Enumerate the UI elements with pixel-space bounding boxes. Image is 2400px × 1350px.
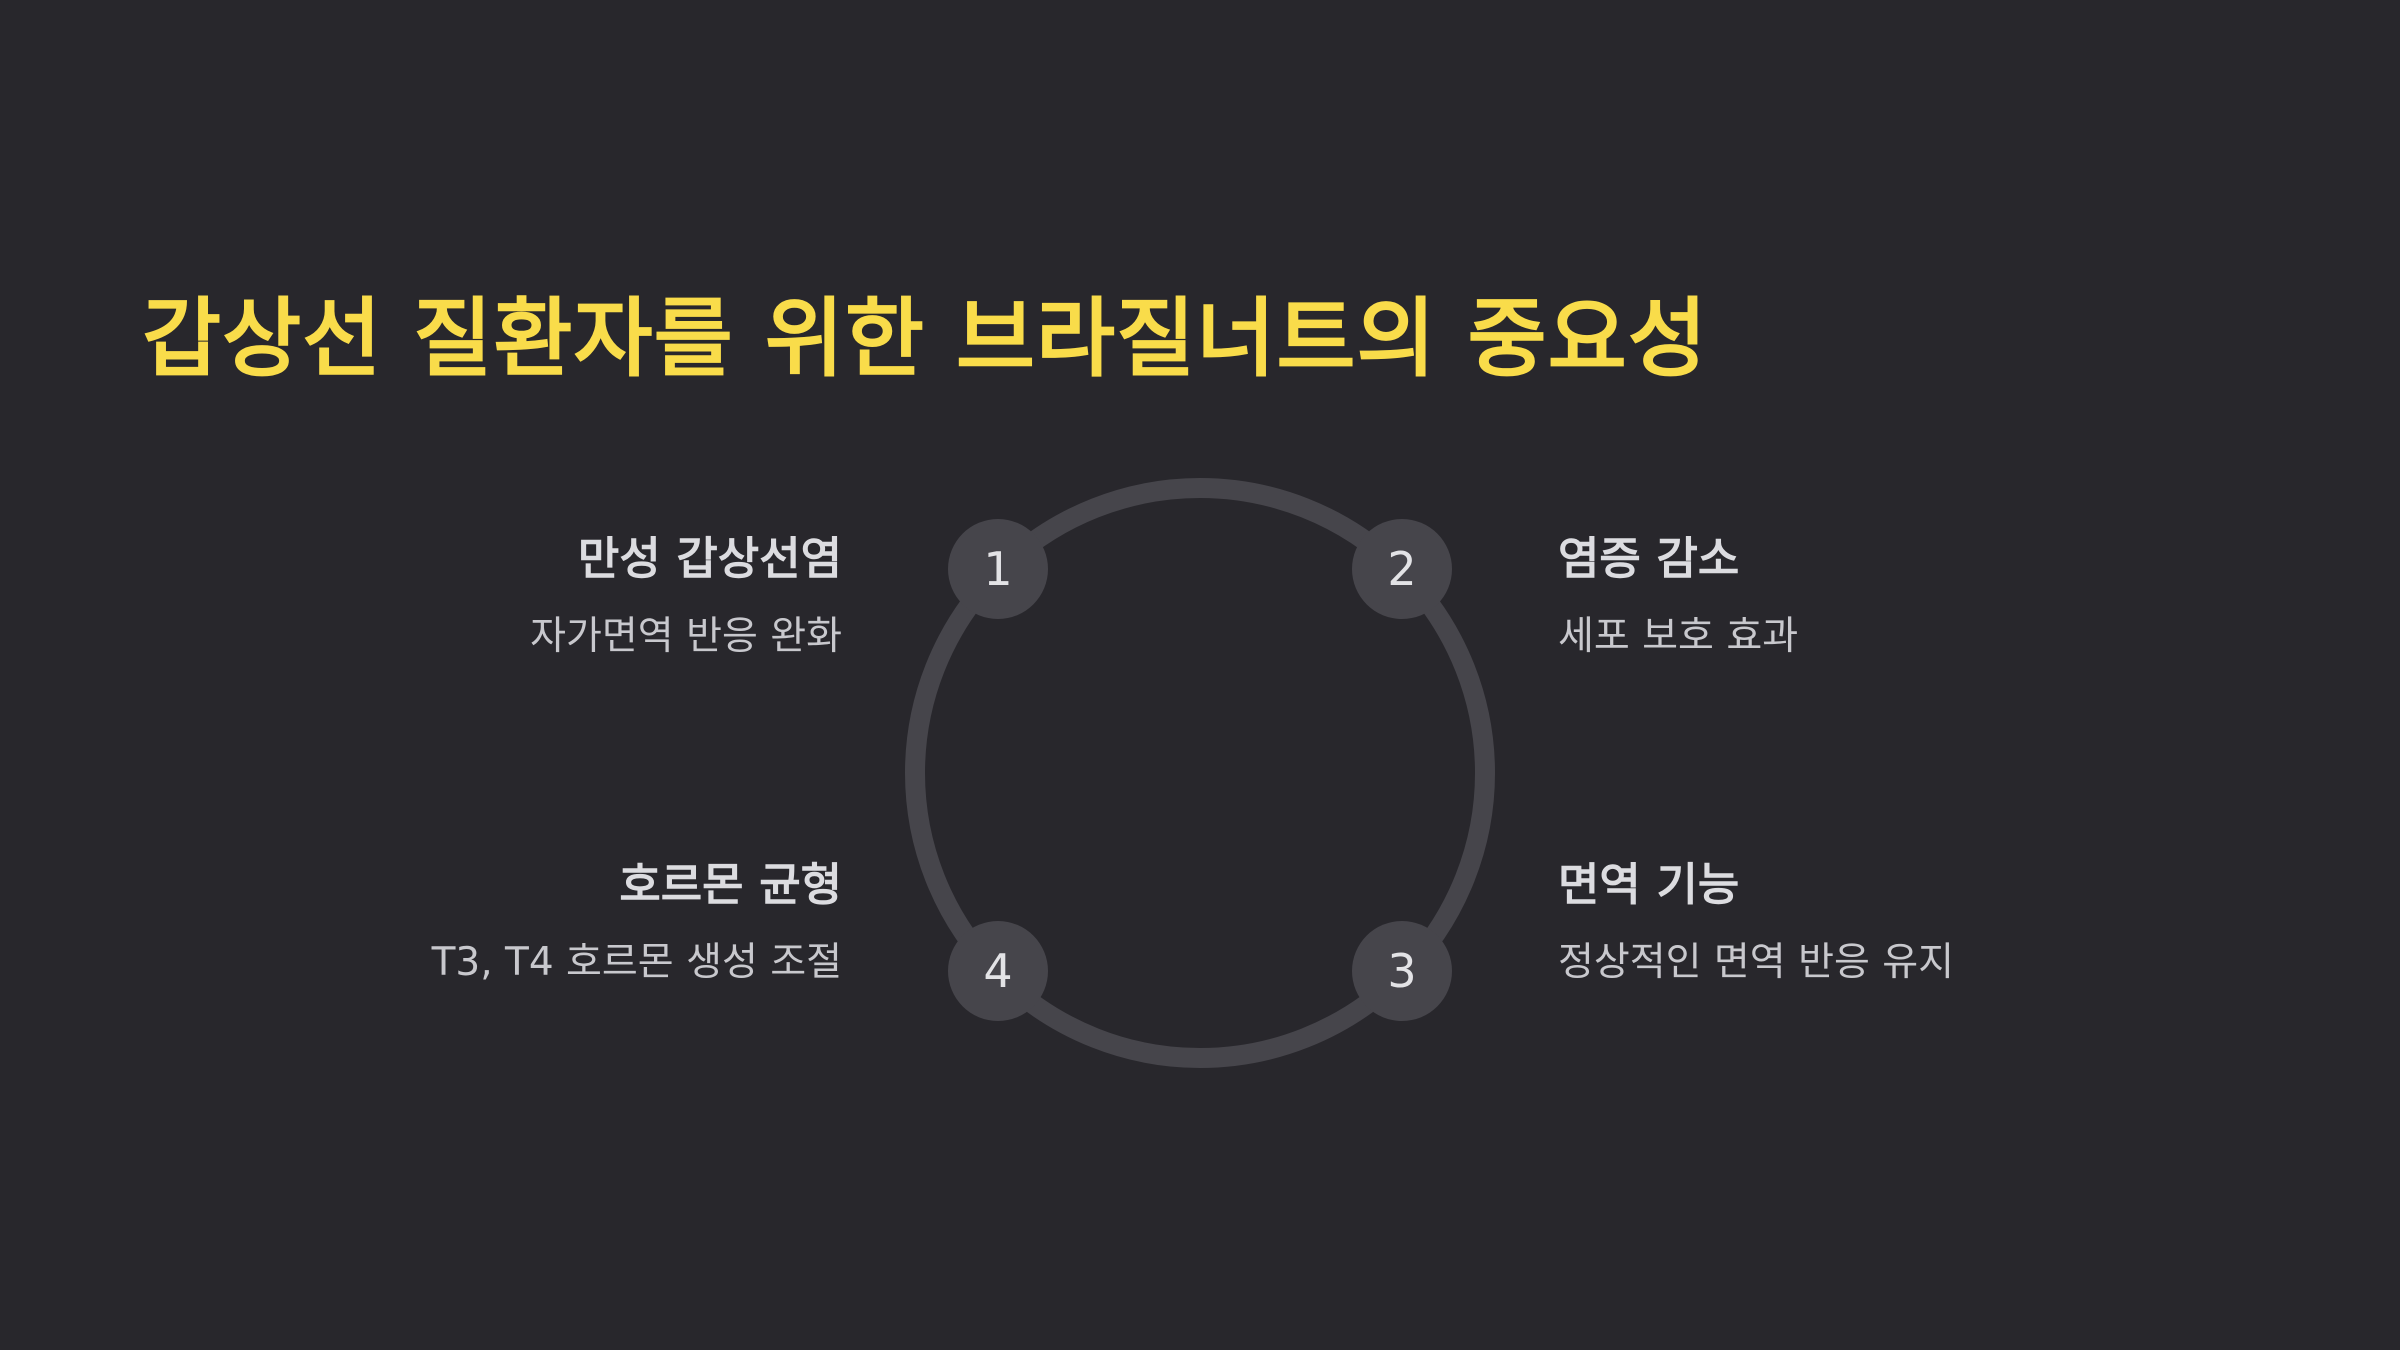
step-node-4-circle: [948, 921, 1048, 1021]
step-title-4: 호르몬 균형: [619, 858, 842, 911]
slide-title: 갑상선 질환자를 위한 브라질너트의 중요성: [142, 289, 1708, 389]
step-item-2: 염증 감소 세포 보호 효과: [1558, 536, 2078, 656]
step-number-3: 3: [1387, 944, 1416, 998]
step-node-2: 2: [1352, 519, 1452, 619]
step-node-1-circle: [948, 519, 1048, 619]
step-item-3: 면역 기능 정상적인 면역 반응 유지: [1558, 862, 2078, 982]
step-node-4: 4: [948, 921, 1048, 1021]
step-title-1: 만성 갑상선염: [577, 532, 842, 585]
step-title-3: 면역 기능: [1558, 858, 1740, 911]
step-title-2: 염증 감소: [1558, 532, 1740, 585]
step-description-2: 세포 보호 효과: [1558, 614, 1799, 659]
step-number-2: 2: [1387, 542, 1416, 596]
step-description-1: 자가면역 반응 완화: [530, 614, 842, 659]
step-node-2-circle: [1352, 519, 1452, 619]
step-description-3: 정상적인 면역 반응 유지: [1558, 940, 1954, 985]
step-item-1: 만성 갑상선염 자가면역 반응 완화: [322, 536, 842, 656]
step-item-4: 호르몬 균형 T3, T4 호르몬 생성 조절: [322, 862, 842, 982]
cycle-ring: [905, 478, 1495, 1068]
step-description-4: T3, T4 호르몬 생성 조절: [431, 940, 842, 985]
step-node-1: 1: [948, 519, 1048, 619]
step-number-4: 4: [983, 944, 1012, 998]
step-node-3: 3: [1352, 921, 1452, 1021]
step-number-1: 1: [983, 542, 1012, 596]
step-node-3-circle: [1352, 921, 1452, 1021]
